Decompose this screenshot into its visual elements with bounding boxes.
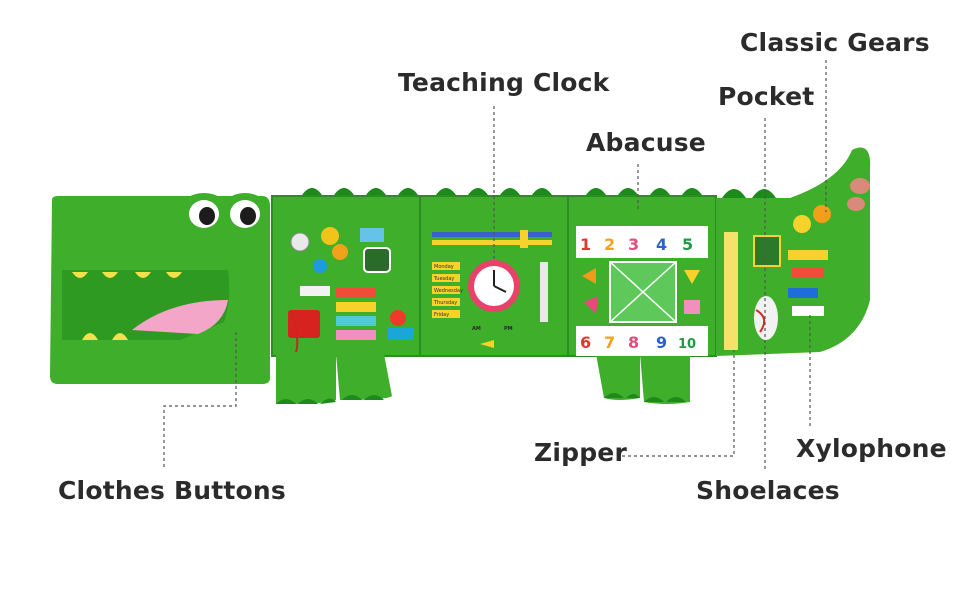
gear-icon xyxy=(793,215,811,233)
label-xylophone: Xylophone xyxy=(796,434,947,463)
clock-day-label: Thursday xyxy=(433,300,457,306)
number-tile: 7 xyxy=(604,333,615,352)
number-tile: 10 xyxy=(678,337,696,352)
label-clothes-buttons: Clothes Buttons xyxy=(58,476,286,505)
clock-day-label: Friday xyxy=(434,312,449,318)
clock-pm: PM xyxy=(504,326,513,332)
clock-day-label: Monday xyxy=(434,264,454,270)
label-shoelaces: Shoelaces xyxy=(696,476,840,505)
label-classic-gears: Classic Gears xyxy=(740,28,930,57)
panel-abacuse: 1 2 3 4 5 6 7 8 9 10 xyxy=(576,226,708,356)
gear-icon xyxy=(321,227,339,245)
number-tile: 1 xyxy=(580,235,591,254)
number-tile: 3 xyxy=(628,235,639,254)
number-tile: 9 xyxy=(656,333,667,352)
number-tile: 4 xyxy=(656,235,667,254)
panel-tail-items xyxy=(724,178,870,350)
number-tile: 2 xyxy=(604,235,615,254)
panel-teaching-clock: Monday Tuesday Wednesday Thursday Friday… xyxy=(432,230,552,348)
clock-day-label: Tuesday xyxy=(433,276,454,282)
leader-lines xyxy=(163,60,827,472)
shoe-icon xyxy=(754,296,778,340)
crocodile-head xyxy=(50,193,270,384)
gear-icon xyxy=(813,205,831,223)
number-tile: 8 xyxy=(628,333,639,352)
number-tile: 6 xyxy=(580,333,591,352)
panel-clothes-buttons xyxy=(288,227,414,353)
number-tile: 5 xyxy=(682,235,693,254)
crocodile-legs xyxy=(276,354,690,404)
label-pocket: Pocket xyxy=(718,82,815,111)
clock-days: Monday Tuesday Wednesday Thursday Friday xyxy=(432,262,463,318)
clock-day-label: Wednesday xyxy=(434,288,463,294)
crocodile-tongue xyxy=(132,300,228,334)
clock-am: AM xyxy=(472,326,481,332)
label-teaching-clock: Teaching Clock xyxy=(398,68,610,97)
label-abacuse: Abacuse xyxy=(586,128,706,157)
crocodile-teeth xyxy=(72,272,182,340)
label-zipper: Zipper xyxy=(534,438,627,467)
